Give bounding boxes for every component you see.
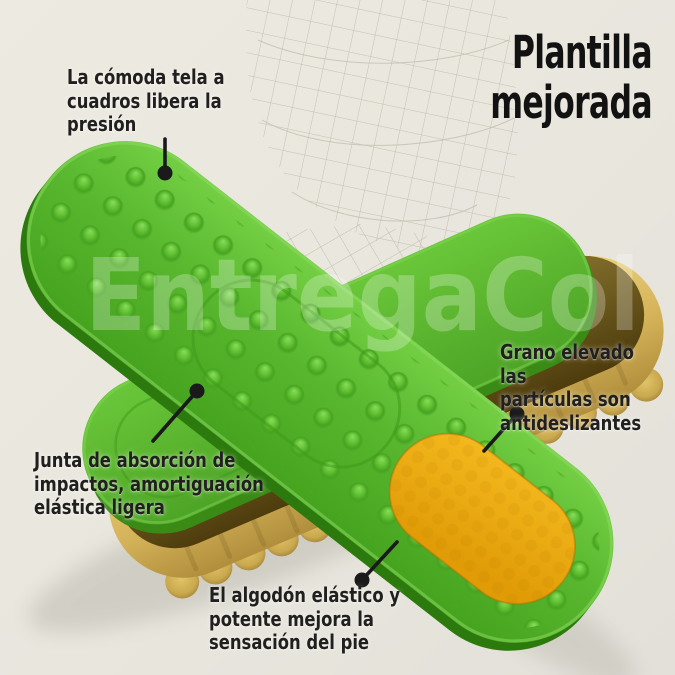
callout-elastic-cotton: El algodón elástico y potente mejora la … [209,583,401,654]
callout-line [151,389,199,443]
callout-dots [157,165,525,588]
callout-checkered-fabric: La cómoda tela a cuadros libera la presi… [67,65,225,136]
callout-line [360,540,399,582]
callout-line [482,412,519,453]
callout-dot [189,383,205,399]
main-insole-arch-outline [191,278,402,469]
callout-dot [509,406,525,422]
heel-pad-orange [388,432,577,605]
callout-shock-absorption: Junta de absorción de impactos, amortigu… [34,448,264,519]
main-insole [20,141,614,651]
page-title: Plantilla mejorada [490,26,652,129]
callout-raised-grain: Grano elevado las partículas son antides… [500,340,642,435]
callout-dot [157,165,173,181]
callout-dot [354,572,370,588]
callout-markers [151,137,519,582]
watermark: EntregaCol [85,237,640,354]
